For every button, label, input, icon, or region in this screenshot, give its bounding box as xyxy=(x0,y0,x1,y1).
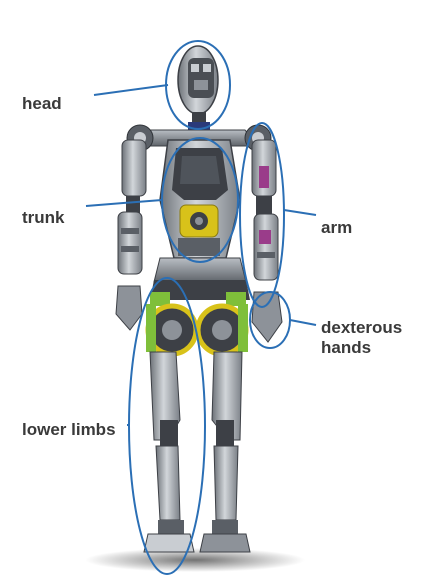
robot-figure xyxy=(115,45,283,553)
hands-leader xyxy=(289,319,317,326)
arm-outline xyxy=(239,122,285,308)
label-dexterous-hands: dexterous hands xyxy=(321,318,402,358)
robot-leg-right xyxy=(199,351,251,553)
label-lower-limbs: lower limbs xyxy=(22,420,116,439)
arm-leader xyxy=(283,209,317,216)
robot-hip-actuators xyxy=(145,303,249,357)
ground-shadow xyxy=(85,548,305,572)
head-leader xyxy=(93,84,169,96)
robot-arm-left xyxy=(115,139,147,331)
label-trunk: trunk xyxy=(22,208,65,227)
label-head: head xyxy=(22,94,62,113)
robot-head xyxy=(177,45,219,132)
label-arm: arm xyxy=(321,218,353,237)
robot-leg-left xyxy=(143,351,195,553)
label-dexterous-line1: dexterous xyxy=(321,318,403,337)
annotations xyxy=(85,40,317,575)
label-dexterous-line2: hands xyxy=(321,338,372,357)
robot-trunk xyxy=(153,139,247,283)
robot-arm-right xyxy=(251,139,283,343)
trunk-leader xyxy=(85,199,163,207)
robot-pelvis xyxy=(150,280,250,306)
